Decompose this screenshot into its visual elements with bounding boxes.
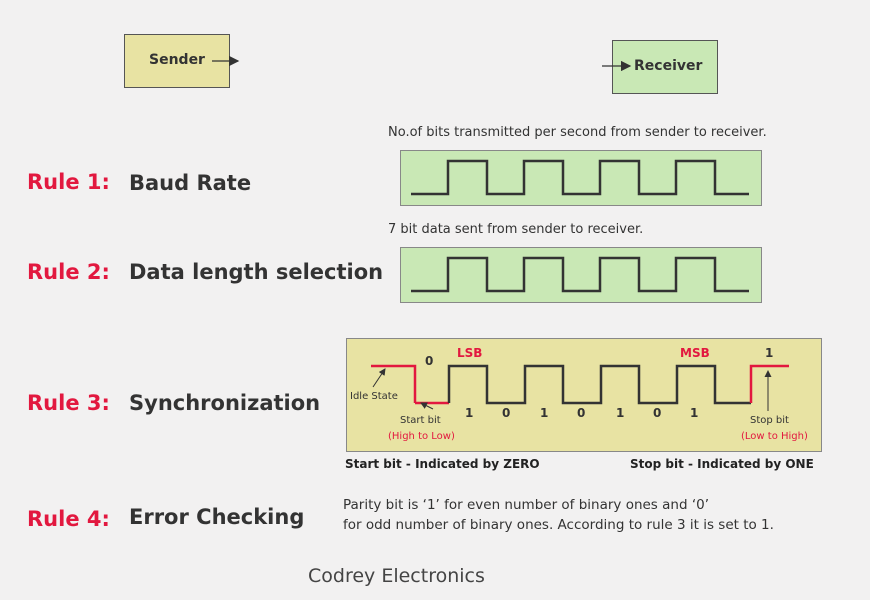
data-bit-label: 1	[616, 406, 625, 420]
synchronization-panel	[346, 338, 822, 452]
baud-rate-wave	[411, 159, 749, 196]
parity-line-2: for odd number of binary ones. According…	[343, 517, 774, 533]
data-bit-label: 0	[577, 406, 586, 420]
rule1-number: Rule 1:	[27, 170, 110, 194]
lsb-label: LSB	[457, 346, 483, 360]
rule2-title: Data length selection	[129, 260, 384, 284]
start-level-label: 0	[425, 354, 434, 368]
data-bit-label: 0	[653, 406, 662, 420]
stop-bit-line	[749, 364, 789, 403]
rule3-title: Synchronization	[129, 391, 321, 415]
data-bit-label: 1	[540, 406, 549, 420]
rule4-number: Rule 4:	[27, 507, 110, 531]
stop-level-label: 1	[765, 346, 774, 360]
parity-line-1: Parity bit is ‘1’ for even number of bin…	[343, 497, 709, 513]
stop-bit-note: (Low to High)	[741, 431, 808, 442]
data-bit-label: 1	[690, 406, 699, 420]
data-bits-wave	[447, 364, 751, 405]
receiver-label: Receiver	[634, 58, 703, 74]
rule2-number: Rule 2:	[27, 260, 110, 284]
start-bit-note: (High to Low)	[388, 431, 455, 442]
idle-state-label: Idle State	[350, 391, 398, 402]
rule1-title: Baud Rate	[129, 171, 252, 195]
rule2-caption: 7 bit data sent from sender to receiver.	[388, 222, 644, 237]
start-bit-label: Start bit	[400, 415, 441, 426]
sender-label: Sender	[149, 52, 205, 68]
rule3-number: Rule 3:	[27, 391, 110, 415]
rule1-caption: No.of bits transmitted per second from s…	[388, 125, 767, 140]
data-length-wave	[411, 256, 749, 293]
rule4-title: Error Checking	[129, 505, 305, 529]
data-bit-label: 1	[465, 406, 474, 420]
start-bit-summary: Start bit - Indicated by ZERO	[345, 457, 540, 471]
data-bit-label: 0	[502, 406, 511, 420]
baud-rate-panel	[400, 150, 762, 206]
footer-brand: Codrey Electronics	[308, 565, 485, 587]
stop-bit-summary: Stop bit - Indicated by ONE	[630, 457, 814, 471]
idle-high-line	[371, 364, 417, 403]
msb-label: MSB	[680, 346, 710, 360]
idle-state-pointer	[372, 368, 386, 388]
stop-bit-label: Stop bit	[750, 415, 789, 426]
start-bit-pointer	[420, 402, 434, 410]
data-length-panel	[400, 247, 762, 303]
